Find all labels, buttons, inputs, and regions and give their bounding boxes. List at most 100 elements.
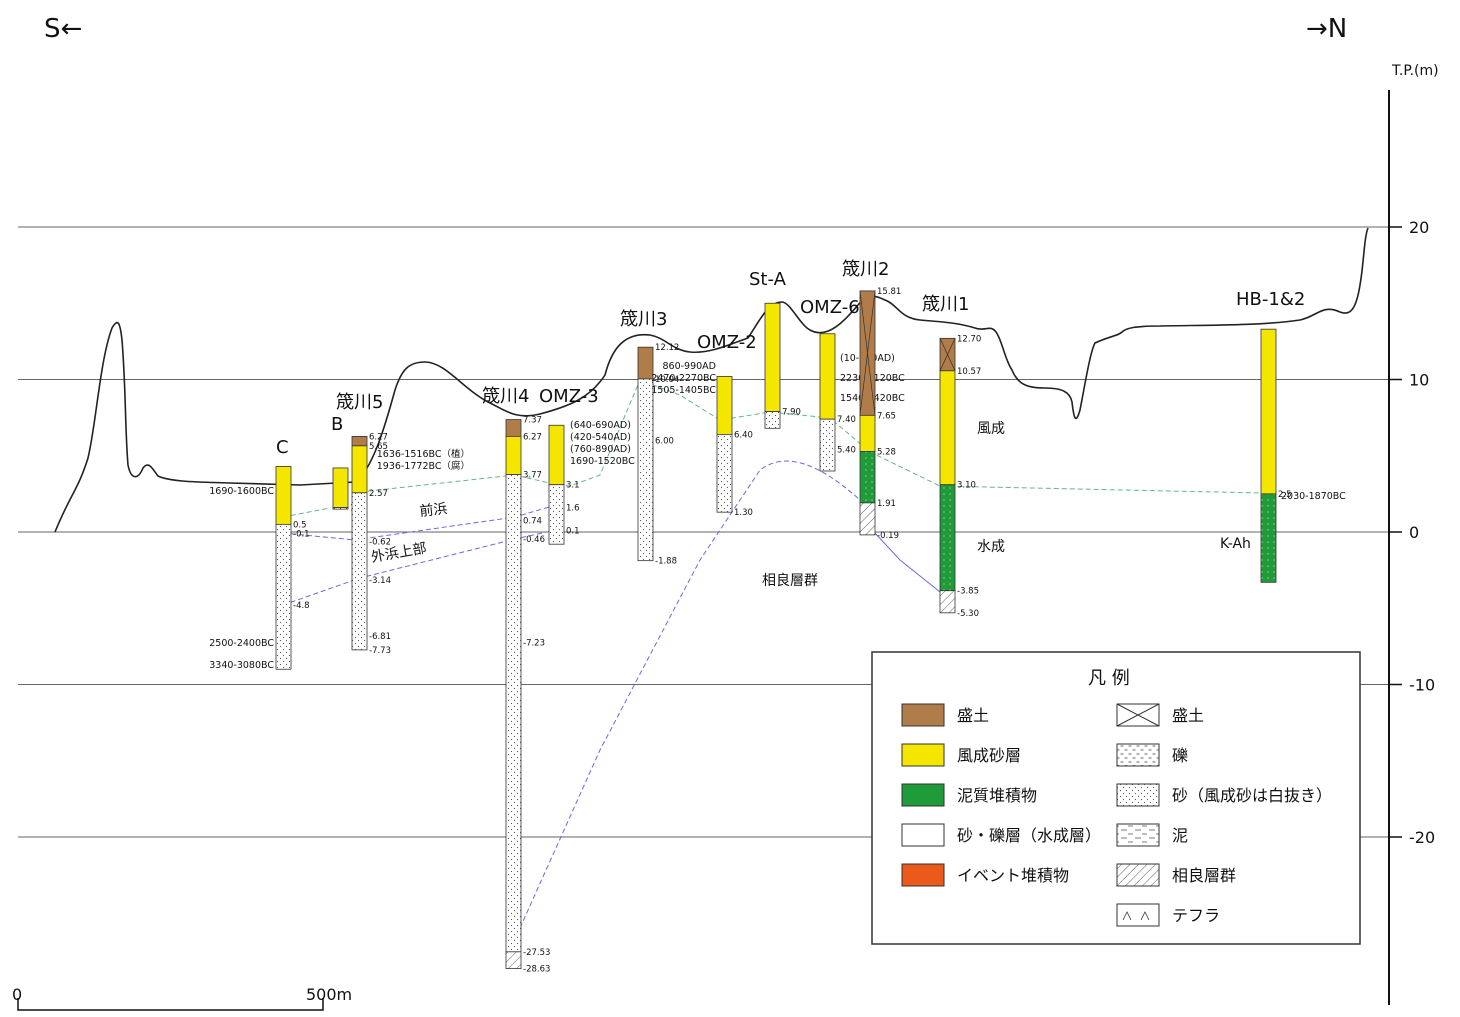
legend-label: イベント堆積物 <box>957 866 1069 885</box>
core-label-B: B <box>331 414 343 435</box>
fill-cross-line <box>939 338 956 371</box>
layer-segment <box>1260 493 1277 583</box>
legend-pattern-swatch <box>1116 783 1160 807</box>
layer-segment <box>764 411 781 429</box>
depth-label: 12.12 <box>655 343 679 353</box>
legend-pattern-swatch <box>1116 743 1160 767</box>
core-label-shinokawa1: 筬川1 <box>922 294 969 315</box>
depth-label: -7.73 <box>369 646 391 656</box>
legend-swatch <box>901 823 945 847</box>
legend: 凡 例 盛土風成砂層泥質堆積物砂・礫層（水成層）イベント堆積物盛土礫砂（風成砂は… <box>871 651 1361 945</box>
core-labels: C B 筬川5 筬川4 OMZ-3 筬川3 OMZ-2 St-A OMZ-6 筬… <box>276 259 1305 458</box>
layer-segment <box>939 590 956 614</box>
layer-segment <box>351 492 368 651</box>
legend-pattern-swatch <box>1116 903 1160 927</box>
axis-tick-label: -20 <box>1409 828 1435 847</box>
legend-frame <box>871 651 1361 945</box>
legend-label: 泥質堆積物 <box>957 786 1037 805</box>
layer-segment <box>332 467 349 509</box>
depth-label: 7.40 <box>837 415 856 425</box>
depth-label: 1.91 <box>877 499 896 509</box>
date-label: 860-990AD <box>662 361 716 372</box>
core-label-OMZ-3: OMZ-3 <box>539 386 599 407</box>
depth-label: 1.30 <box>734 508 753 518</box>
legend-swatch <box>901 703 945 727</box>
foreshore-label: 前浜 <box>419 500 449 520</box>
layer-segment <box>859 502 876 536</box>
depth-label: 6.27 <box>369 432 388 442</box>
layer-segment <box>819 333 836 420</box>
borehole-OMZ-3: 3.11.60.1(640-690AD)(420-540AD)(760-890A… <box>548 420 635 545</box>
core-label-HB-1-2: HB-1&2 <box>1236 289 1305 310</box>
scale-bar-start-label: 0 <box>12 985 22 1004</box>
elevation-axis: T.P.(m) 20 10 0 -10 -20 <box>1388 63 1439 1005</box>
legend-label: 砂・礫層（水成層） <box>957 826 1101 845</box>
depth-label: 5.40 <box>837 446 856 456</box>
pattern-tephra-mark <box>1122 911 1150 921</box>
south-direction-label: S← <box>44 14 82 44</box>
depth-label: 1.6 <box>566 504 580 514</box>
layer-segment <box>764 302 781 412</box>
depth-label: 3.10 <box>957 481 976 491</box>
legend-pattern-label: 泥 <box>1172 826 1188 845</box>
layer-segment <box>332 507 349 510</box>
depth-label: 12.70 <box>957 334 981 344</box>
legend-swatch <box>901 783 945 807</box>
legend-pattern-swatch <box>1116 823 1160 847</box>
core-label-shinokawa3: 筬川3 <box>620 309 667 330</box>
date-label: 3340-3080BC <box>209 660 274 671</box>
depth-label: 3.1 <box>566 481 580 491</box>
legend-pattern-label: 礫 <box>1172 746 1188 765</box>
depth-label: -0.19 <box>877 531 899 541</box>
axis-unit-label: T.P.(m) <box>1391 63 1439 79</box>
layer-segment <box>351 445 368 494</box>
legend-pattern-label: 相良層群 <box>1172 866 1236 885</box>
layer-segment <box>939 370 956 486</box>
date-label: 1690-1600BC <box>209 486 274 497</box>
depth-label: 3.77 <box>523 471 542 481</box>
core-label-shinokawa2: 筬川2 <box>842 259 889 280</box>
legend-label: 風成砂層 <box>957 746 1021 765</box>
depth-label: 2.5 <box>1278 490 1292 500</box>
core-label-shinokawa5: 筬川5 <box>336 392 383 413</box>
tephra-kah-label: K-Ah <box>1220 536 1251 552</box>
layer-segment <box>859 414 876 452</box>
layer-segment <box>716 376 733 435</box>
layer-segment <box>637 378 654 562</box>
date-label: (760-890AD) <box>570 444 631 455</box>
axis-tick-label: 10 <box>1409 371 1429 390</box>
borehole-shinokawa2: 15.817.655.281.91-0.19 <box>859 287 901 541</box>
depth-label: 6.40 <box>734 430 753 440</box>
date-label: 1636-1516BC（植） <box>377 448 470 460</box>
scale-bar: 0 500m <box>12 985 352 1011</box>
depth-label: -0.46 <box>523 535 545 545</box>
layer-segment <box>505 951 522 970</box>
depth-label: 0.74 <box>523 517 542 527</box>
depth-label: -28.63 <box>523 965 550 975</box>
depth-label: 7.90 <box>782 408 801 418</box>
axis-tick-label: 0 <box>1409 523 1419 542</box>
date-label: 2030-1870BC <box>1281 491 1346 502</box>
date-label: 1690-1520BC <box>570 456 635 467</box>
layer-segment <box>716 433 733 513</box>
region-annotations: 前浜 外浜上部 風成 水成 相良層群 K-Ah <box>370 421 1251 589</box>
date-label: 2500-2400BC <box>209 638 274 649</box>
fill-cross-line <box>859 290 876 416</box>
layer-segment <box>351 435 368 447</box>
depth-label: -3.14 <box>369 576 391 586</box>
borehole-shinokawa4: 7.376.273.770.74-0.46-7.23-27.53-28.6316… <box>377 416 551 975</box>
layer-segment <box>1260 328 1277 495</box>
depth-label: -0.62 <box>369 537 391 547</box>
axis-tick-label: -10 <box>1409 676 1435 695</box>
layer-segment <box>505 435 522 475</box>
date-label: 2470-2270BC <box>651 373 716 384</box>
layer-segment <box>548 424 565 486</box>
depth-label: 7.65 <box>877 411 896 421</box>
depth-label: 5.65 <box>369 442 388 452</box>
axis-tick-label: 20 <box>1409 218 1429 237</box>
borehole-St-A: 7.90 <box>764 302 801 429</box>
depth-label: -7.23 <box>523 638 545 648</box>
